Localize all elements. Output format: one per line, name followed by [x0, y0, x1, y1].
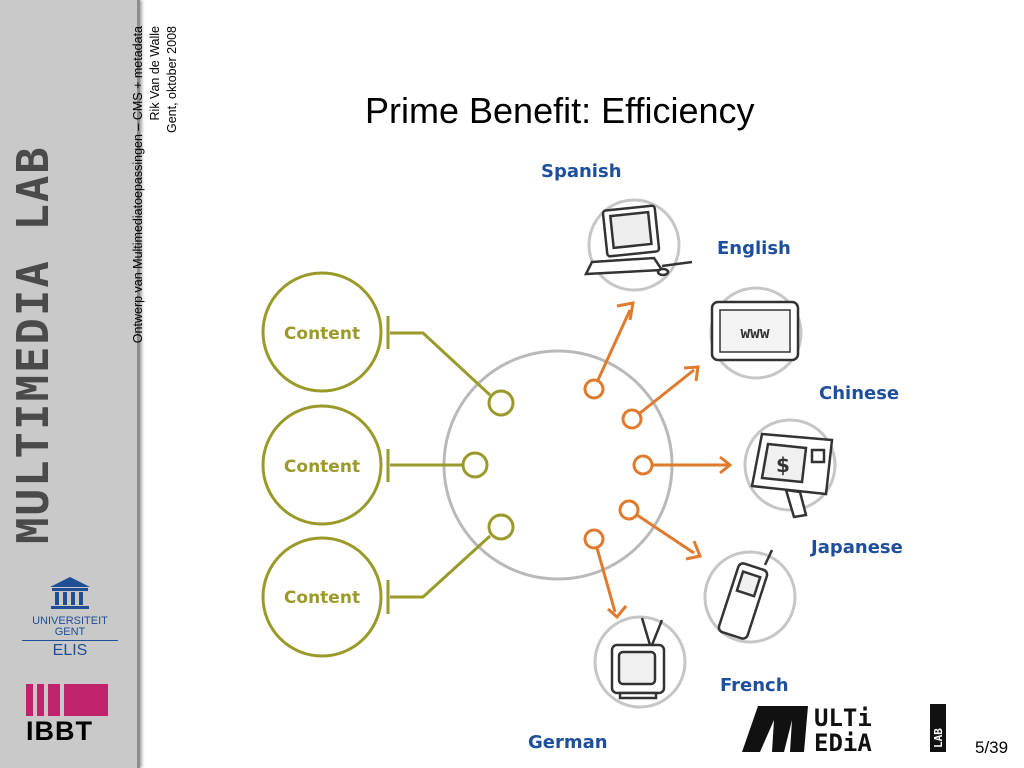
elis-label: ELIS: [22, 640, 118, 660]
output-arrows: [583, 301, 733, 620]
kiosk-icon: [750, 432, 834, 519]
device-website: www: [709, 286, 803, 380]
sidebar: MULTIMEDIA LAB Ontwerp van Multimediatoe…: [0, 0, 179, 768]
logo-lab-bar: [930, 704, 946, 752]
content-label: Content: [284, 457, 360, 477]
slide-title: Prime Benefit: Efficiency: [365, 90, 755, 131]
logo-m-shape: [742, 706, 808, 752]
content-node-3: Content: [261, 513, 515, 658]
kiosk-dollar-sign: $: [776, 453, 790, 477]
connector-olive: [487, 389, 515, 417]
ugent-name-line1: UNIVERSITEIT: [32, 615, 108, 627]
content-node-1: Content: [261, 271, 515, 417]
ibbt-wordmark: IBBT: [26, 716, 93, 746]
www-label: www: [741, 323, 770, 342]
language-spanish: Spanish: [541, 161, 622, 182]
logo-line-2: EDiA: [814, 729, 872, 756]
device-computer: [583, 198, 693, 292]
ibbt-logo: IBBT: [26, 684, 108, 746]
connector-orange: [618, 499, 640, 521]
ugent-logo: UNIVERSITEIT GENT ELIS: [22, 575, 118, 660]
logo-line-1: ULTi: [814, 704, 872, 732]
device-kiosk: $: [743, 418, 837, 519]
logo-lab-text: LAB: [932, 728, 945, 748]
language-german: German: [528, 732, 608, 753]
device-television: [593, 615, 687, 709]
language-english: English: [717, 238, 791, 259]
mobile-phone-icon: [717, 549, 774, 640]
connector-olive: [487, 513, 515, 541]
content-label: Content: [284, 324, 360, 344]
language-japanese: Japanese: [809, 537, 903, 558]
language-labels: Spanish English Chinese Japanese French …: [528, 161, 903, 753]
computer-icon: [583, 204, 693, 277]
ugent-name-line2: GENT: [54, 626, 86, 638]
connector-orange: [632, 454, 654, 476]
connector-orange: [583, 528, 605, 550]
content-label: Content: [284, 588, 360, 608]
connector-orange: [621, 408, 643, 430]
page-number: 5/39: [975, 738, 1009, 757]
television-icon: [610, 617, 666, 700]
connector-olive: [461, 451, 489, 479]
connector-orange: [583, 378, 605, 400]
content-node-2: Content: [261, 404, 489, 526]
multimedia-lab-logo: ULTi EDiA LAB: [742, 704, 946, 756]
website-icon: www: [710, 300, 800, 362]
language-french: French: [720, 675, 789, 696]
university-building-icon: [50, 577, 90, 609]
language-chinese: Chinese: [819, 383, 899, 404]
device-mobile: [703, 549, 797, 644]
ibbt-bars: [26, 684, 108, 716]
